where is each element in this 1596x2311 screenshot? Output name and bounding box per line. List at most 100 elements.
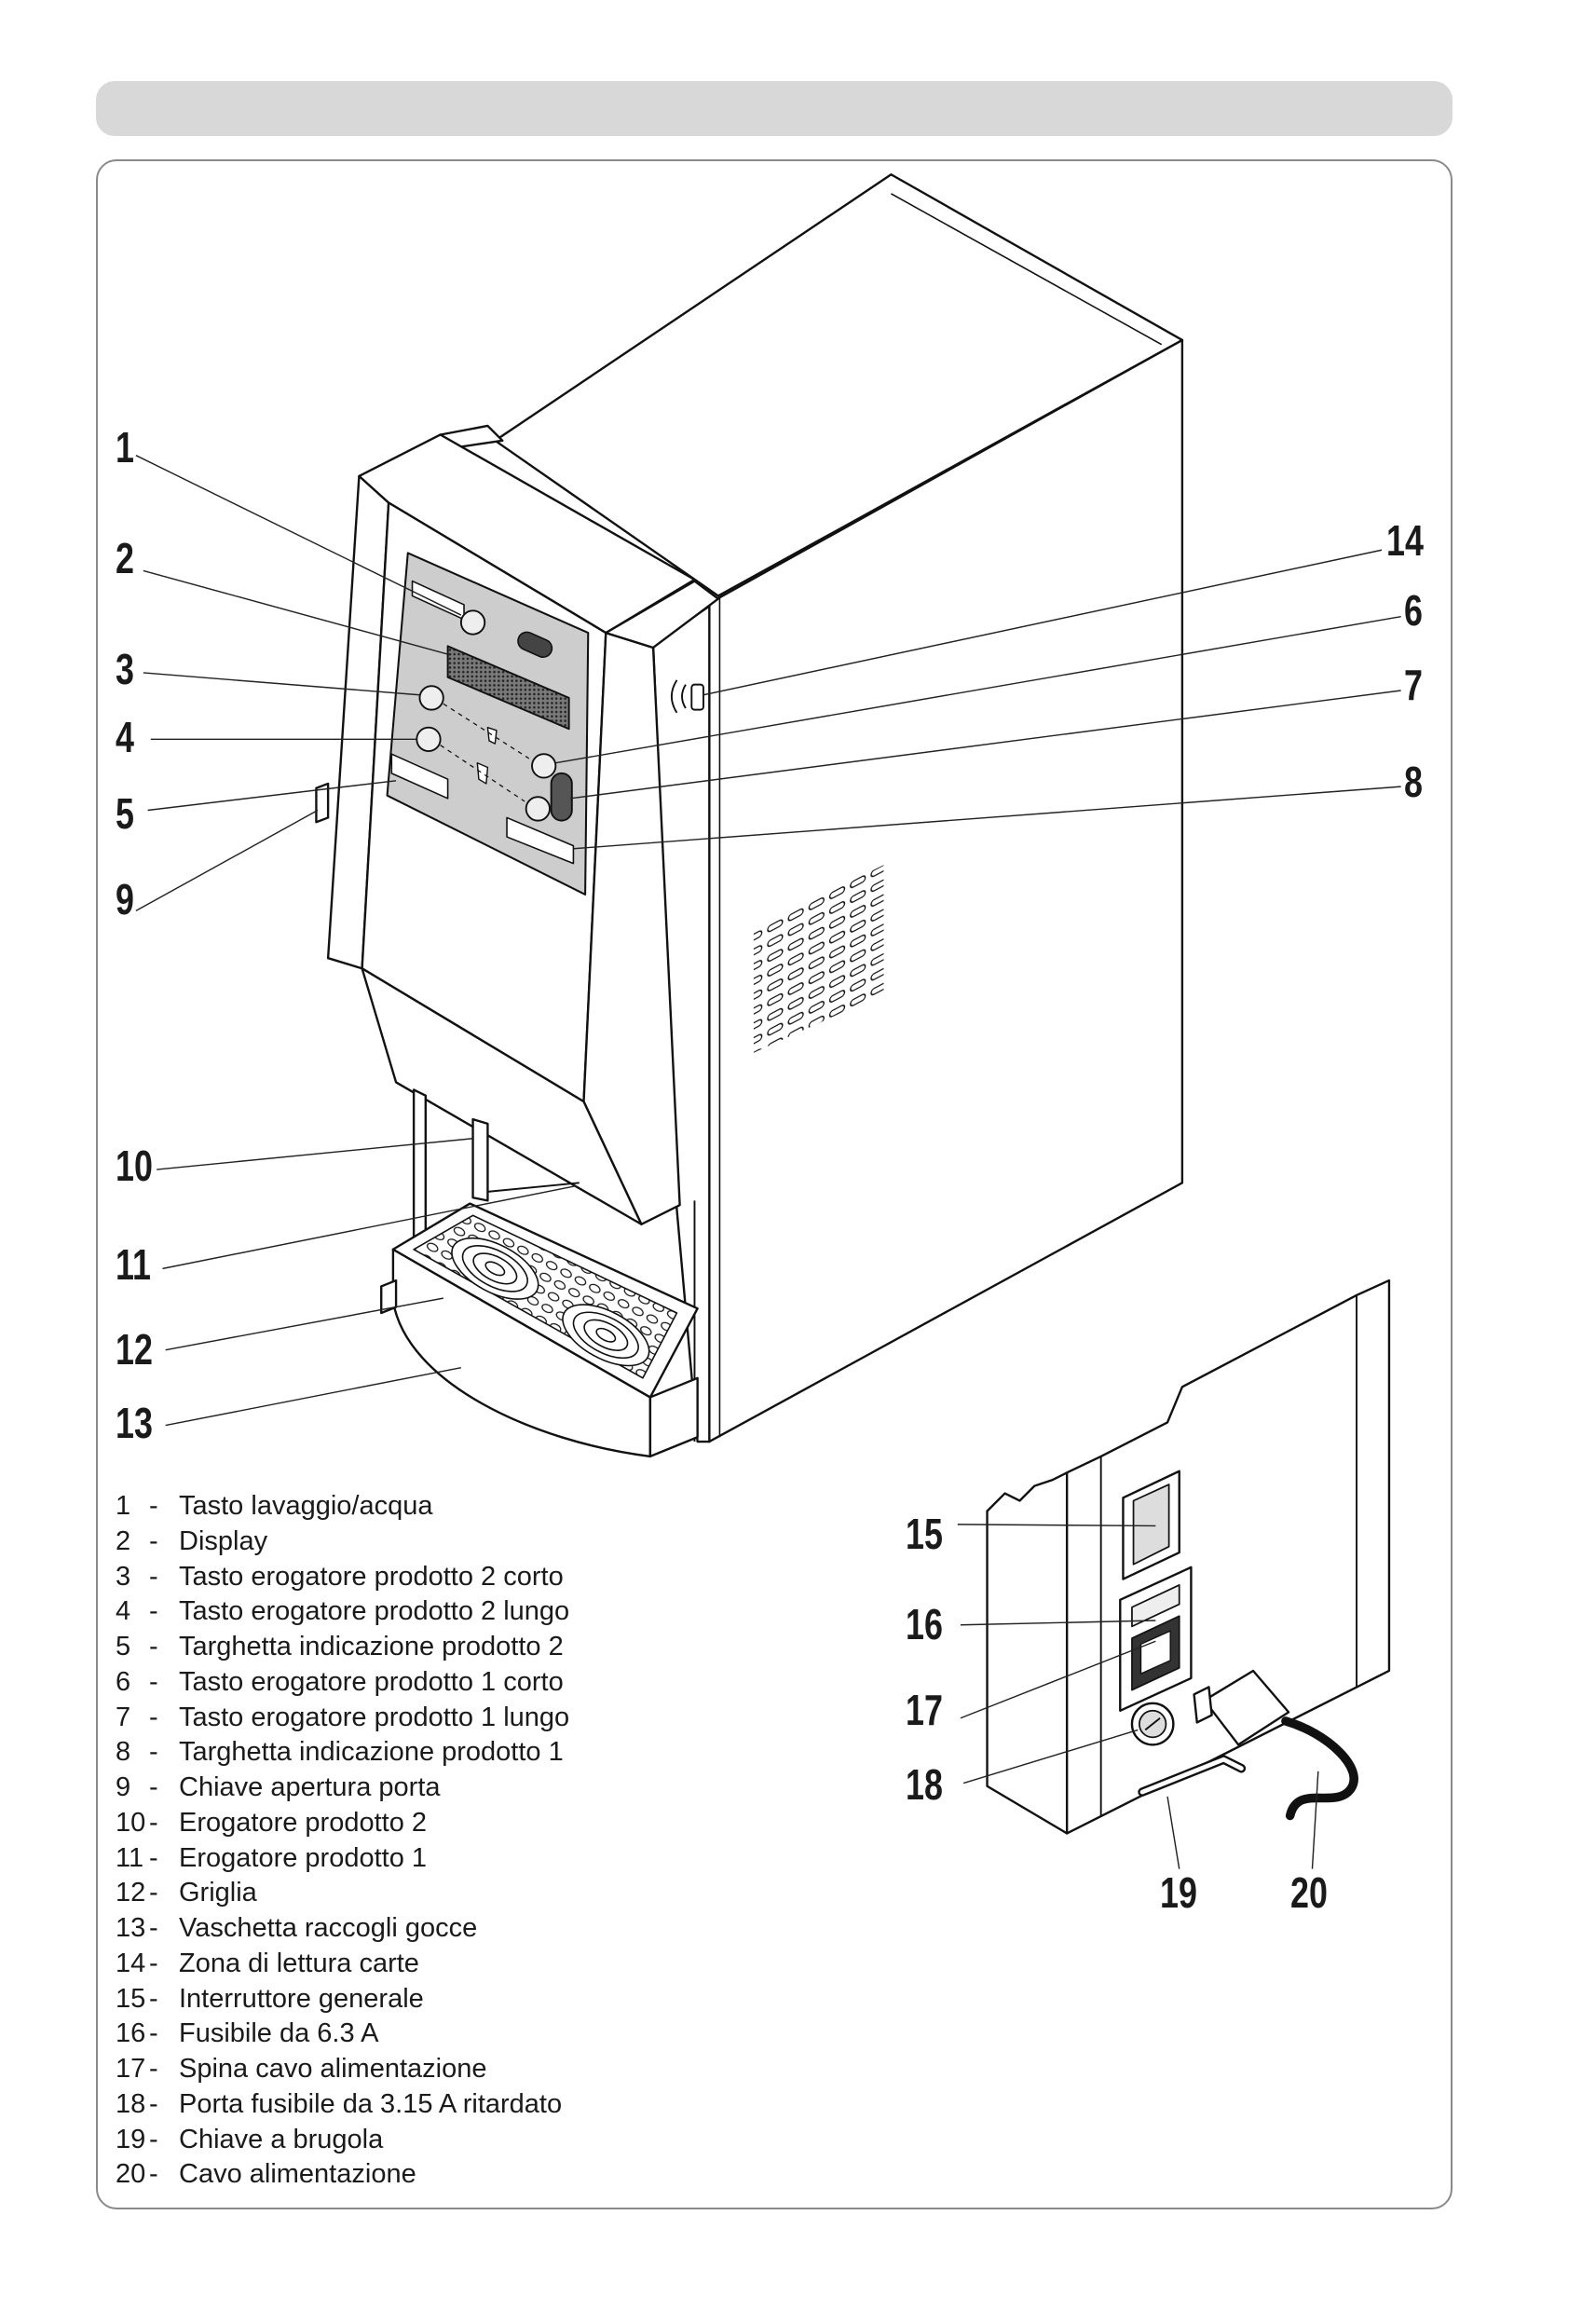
legend-number: 7	[116, 1702, 131, 1732]
legend-number: 3	[116, 1561, 131, 1592]
legend-number: 17	[116, 2054, 146, 2084]
legend-separator: -	[149, 1561, 158, 1592]
callout-9: 9	[116, 875, 134, 923]
legend-text: Spina cavo alimentazione	[179, 2054, 487, 2084]
callout-14: 14	[1386, 516, 1424, 565]
legend-separator: -	[149, 2124, 158, 2154]
leader-line-11	[162, 1184, 577, 1270]
legend-text: Targhetta indicazione prodotto 2	[179, 1632, 564, 1661]
legend-text: Erogatore prodotto 1	[179, 1842, 428, 1873]
legend-item: 13-Vaschetta raccogli gocce	[116, 1911, 569, 1947]
legend-text: Vaschetta raccogli gocce	[179, 1913, 478, 1943]
callout-13: 13	[116, 1399, 153, 1447]
legend-separator: -	[149, 1525, 158, 1556]
callout-18: 18	[906, 1760, 943, 1809]
legend-separator: -	[149, 1878, 158, 1908]
grille-drain-left	[451, 1237, 539, 1300]
door-right-cap	[605, 580, 720, 650]
product1-short-button	[531, 753, 557, 779]
legend-text: Porta fusibile da 3.15 A ritardato	[179, 2088, 563, 2119]
legend-separator: -	[149, 1666, 158, 1697]
legend-item: 6-Tasto erogatore prodotto 1 corto	[116, 1665, 569, 1701]
legend-item: 18-Porta fusibile da 3.15 A ritardato	[116, 2087, 569, 2123]
dispenser-product2	[471, 1117, 489, 1202]
callout-11: 11	[116, 1240, 151, 1289]
housing-top-face	[494, 173, 1184, 597]
legend-number: 1	[116, 1491, 131, 1521]
leader-line-19	[1166, 1796, 1180, 1869]
legend-item: 5-Targhetta indicazione prodotto 2	[116, 1630, 569, 1665]
callout-7: 7	[1404, 661, 1423, 709]
legend-separator: -	[149, 1948, 158, 1978]
legend-text: Griglia	[179, 1878, 257, 1908]
callout-16: 16	[906, 1600, 943, 1648]
parts-legend: 1-Tasto lavaggio/acqua 2-Display 3-Tasto…	[116, 1489, 569, 2193]
callout-6: 6	[1404, 586, 1423, 635]
legend-text: Fusibile da 6.3 A	[179, 2018, 379, 2049]
housing-top-bevel	[891, 193, 1163, 346]
callout-1: 1	[116, 423, 134, 472]
legend-separator: -	[149, 1491, 158, 1521]
leader-line-20	[1311, 1771, 1319, 1869]
legend-number: 5	[116, 1632, 131, 1661]
legend-number: 2	[116, 1525, 131, 1556]
leader-line-15	[957, 1524, 1156, 1527]
diagram-frame	[96, 159, 1453, 2209]
legend-item: 1-Tasto lavaggio/acqua	[116, 1489, 569, 1525]
hex-key-highlight	[1139, 1757, 1244, 1795]
legend-item: 11-Erogatore prodotto 1	[116, 1841, 569, 1877]
grille-drain-right	[562, 1304, 650, 1367]
leader-line-1	[135, 455, 462, 616]
drip-tray-bowl	[391, 1248, 652, 1458]
legend-text: Cavo alimentazione	[179, 2159, 416, 2190]
legend-separator: -	[149, 1772, 158, 1802]
legend-text: Erogatore prodotto 2	[179, 1807, 428, 1838]
leader-line-13	[165, 1366, 462, 1427]
legend-item: 14-Zona di lettura carte	[116, 1947, 569, 1982]
legend-text: Chiave a brugola	[179, 2124, 384, 2154]
legend-separator: -	[149, 1702, 158, 1732]
legend-text: Tasto lavaggio/acqua	[179, 1491, 433, 1521]
legend-separator: -	[149, 1913, 158, 1943]
legend-number: 4	[116, 1596, 131, 1627]
legend-number: 8	[116, 1737, 131, 1768]
legend-item: 10-Erogatore prodotto 2	[116, 1806, 569, 1841]
callout-20: 20	[1290, 1868, 1328, 1917]
legend-number: 16	[116, 2018, 146, 2049]
legend-item: 8-Targhetta indicazione prodotto 1	[116, 1735, 569, 1771]
power-plug	[1203, 1669, 1290, 1746]
legend-item: 7-Tasto erogatore prodotto 1 lungo	[116, 1701, 569, 1736]
card-slot	[550, 772, 573, 822]
display-screen	[446, 645, 570, 731]
legend-separator: -	[149, 2054, 158, 2084]
legend-item: 9-Chiave apertura porta	[116, 1771, 569, 1806]
legend-item: 15-Interruttore generale	[116, 1982, 569, 2017]
legend-number: 10	[116, 1807, 146, 1838]
legend-item: 2-Display	[116, 1525, 569, 1560]
leader-line-14	[703, 549, 1383, 696]
legend-separator: -	[149, 1983, 158, 2014]
vent-grille	[753, 865, 884, 1053]
main-switch-rocker	[1132, 1484, 1170, 1566]
legend-item: 19-Chiave a brugola	[116, 2123, 569, 2158]
legend-item: 3-Tasto erogatore prodotto 2 corto	[116, 1560, 569, 1595]
legend-number: 13	[116, 1913, 146, 1943]
leader-line-16	[960, 1620, 1156, 1626]
leader-line-3	[143, 672, 420, 696]
legend-text: Display	[179, 1525, 268, 1556]
legend-number: 12	[116, 1878, 146, 1908]
drip-tray-side	[648, 1376, 699, 1458]
card-reader-icon	[670, 679, 687, 714]
product2-label-plate	[390, 753, 449, 800]
leader-line-7	[570, 690, 1401, 800]
leader-line-6	[555, 615, 1401, 764]
callout-3: 3	[116, 645, 134, 693]
legend-item: 17-Spina cavo alimentazione	[116, 2052, 569, 2087]
legend-separator: -	[149, 2088, 158, 2119]
callout-8: 8	[1404, 758, 1423, 806]
power-socket-insert	[1139, 1630, 1171, 1675]
legend-separator: -	[149, 1842, 158, 1873]
power-cable	[1281, 1716, 1358, 1821]
inset-side-face	[986, 1471, 1069, 1835]
callout-5: 5	[116, 789, 134, 838]
